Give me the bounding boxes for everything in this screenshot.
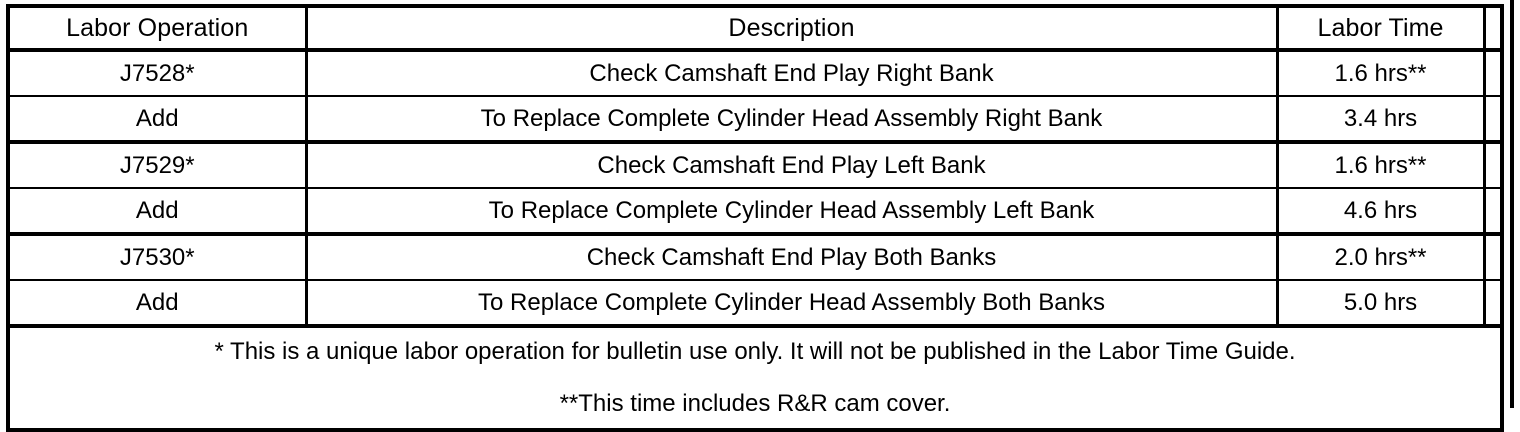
table-row: J7530* Check Camshaft End Play Both Bank… <box>8 234 1502 281</box>
footnote-spacer <box>10 364 1500 392</box>
cell-spacer <box>1484 234 1502 281</box>
cell-labor-operation: J7528* <box>8 50 308 97</box>
cell-labor-operation: Add <box>8 280 308 328</box>
table-header-row: Labor Operation Description Labor Time <box>8 6 1502 52</box>
cell-spacer <box>1484 280 1502 328</box>
cell-labor-time: 1.6 hrs** <box>1277 50 1486 97</box>
table-row: Add To Replace Complete Cylinder Head As… <box>8 96 1502 144</box>
table-row: Add To Replace Complete Cylinder Head As… <box>8 280 1502 328</box>
cell-labor-operation: Add <box>8 188 308 236</box>
table-row: J7528* Check Camshaft End Play Right Ban… <box>8 50 1502 97</box>
column-header-spacer <box>1484 6 1502 52</box>
cell-spacer <box>1484 50 1502 97</box>
table-footnote-row: * This is a unique labor operation for b… <box>8 326 1502 430</box>
cell-labor-time: 1.6 hrs** <box>1277 142 1486 189</box>
cell-description: To Replace Complete Cylinder Head Assemb… <box>306 280 1279 328</box>
cell-labor-operation: J7530* <box>8 234 308 281</box>
cell-labor-operation: J7529* <box>8 142 308 189</box>
cell-labor-operation: Add <box>8 96 308 144</box>
cell-description: To Replace Complete Cylinder Head Assemb… <box>306 96 1279 144</box>
footnote-cell: * This is a unique labor operation for b… <box>8 326 1502 430</box>
column-header-labor-time: Labor Time <box>1277 6 1486 52</box>
cell-description: To Replace Complete Cylinder Head Assemb… <box>306 188 1279 236</box>
table-body: J7528* Check Camshaft End Play Right Ban… <box>8 50 1502 430</box>
cell-labor-time: 3.4 hrs <box>1277 96 1486 144</box>
table-header: Labor Operation Description Labor Time <box>8 6 1502 52</box>
footnote-double-asterisk: **This time includes R&R cam cover. <box>559 390 951 417</box>
table-row: Add To Replace Complete Cylinder Head As… <box>8 188 1502 236</box>
labor-operation-table: Labor Operation Description Labor Time J… <box>6 4 1504 432</box>
footnote-single-asterisk: * This is a unique labor operation for b… <box>214 338 1296 365</box>
page-edge-rule <box>1510 0 1514 408</box>
cell-labor-time: 4.6 hrs <box>1277 188 1486 236</box>
cell-description: Check Camshaft End Play Right Bank <box>306 50 1279 97</box>
column-header-description: Description <box>306 6 1279 52</box>
cell-description: Check Camshaft End Play Both Banks <box>306 234 1279 281</box>
cell-labor-time: 5.0 hrs <box>1277 280 1486 328</box>
page-root: Labor Operation Description Labor Time J… <box>6 0 1514 432</box>
cell-description: Check Camshaft End Play Left Bank <box>306 142 1279 189</box>
cell-spacer <box>1484 142 1502 189</box>
cell-spacer <box>1484 96 1502 144</box>
cell-labor-time: 2.0 hrs** <box>1277 234 1486 281</box>
column-header-labor-operation: Labor Operation <box>8 6 308 52</box>
cell-spacer <box>1484 188 1502 236</box>
table-row: J7529* Check Camshaft End Play Left Bank… <box>8 142 1502 189</box>
